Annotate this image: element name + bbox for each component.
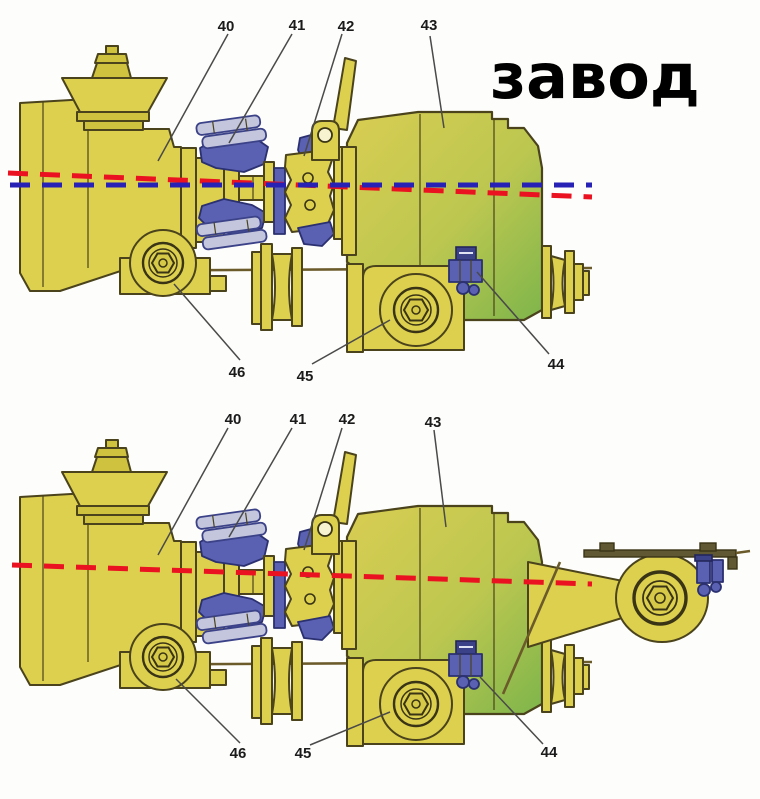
leader-45-bottom (309, 711, 391, 746)
leader-46-bottom (175, 678, 241, 744)
leader-41-bottom (228, 427, 293, 538)
callout-40-bottom: 40 (225, 411, 242, 428)
arm-bolts (694, 554, 724, 597)
callout-40-top: 40 (218, 18, 235, 35)
title-zavod: завод (490, 40, 700, 113)
leader-42-bottom (303, 427, 343, 551)
callout-43-top: 43 (421, 17, 438, 34)
leader-40-top (157, 33, 229, 162)
leader-42-top (303, 33, 343, 157)
arm-mount-bolt (645, 585, 675, 611)
leader-43-top (429, 35, 445, 129)
leader-45-top (311, 319, 391, 365)
callout-43-bottom: 43 (425, 414, 442, 431)
callout-42-top: 42 (338, 18, 355, 35)
callout-41-top: 41 (289, 17, 306, 34)
leader-44-top (476, 271, 550, 355)
leader-43-bottom (433, 429, 447, 528)
arm-diagonal-strut (501, 561, 562, 695)
diagram-factory-alignment: 40 41 42 43 46 45 44 (7, 17, 594, 385)
diagram-aligned-with-arm: 40 41 42 43 46 45 44 (11, 411, 751, 762)
axis-red-dashed-bottom (11, 562, 593, 587)
leader-41-top (228, 33, 293, 144)
callout-46-top: 46 (229, 364, 246, 381)
callout-41-bottom: 41 (290, 411, 307, 428)
callout-45-top: 45 (297, 368, 314, 385)
callout-44-bottom: 44 (541, 744, 558, 761)
leader-40-bottom (157, 427, 229, 556)
callout-45-bottom: 45 (295, 745, 312, 762)
leader-46-top (173, 283, 241, 361)
callout-42-bottom: 42 (339, 411, 356, 428)
arm-cross-bar (583, 549, 737, 558)
leader-44-bottom (479, 676, 544, 745)
callout-44-top: 44 (548, 356, 565, 373)
callout-46-bottom: 46 (230, 745, 247, 762)
